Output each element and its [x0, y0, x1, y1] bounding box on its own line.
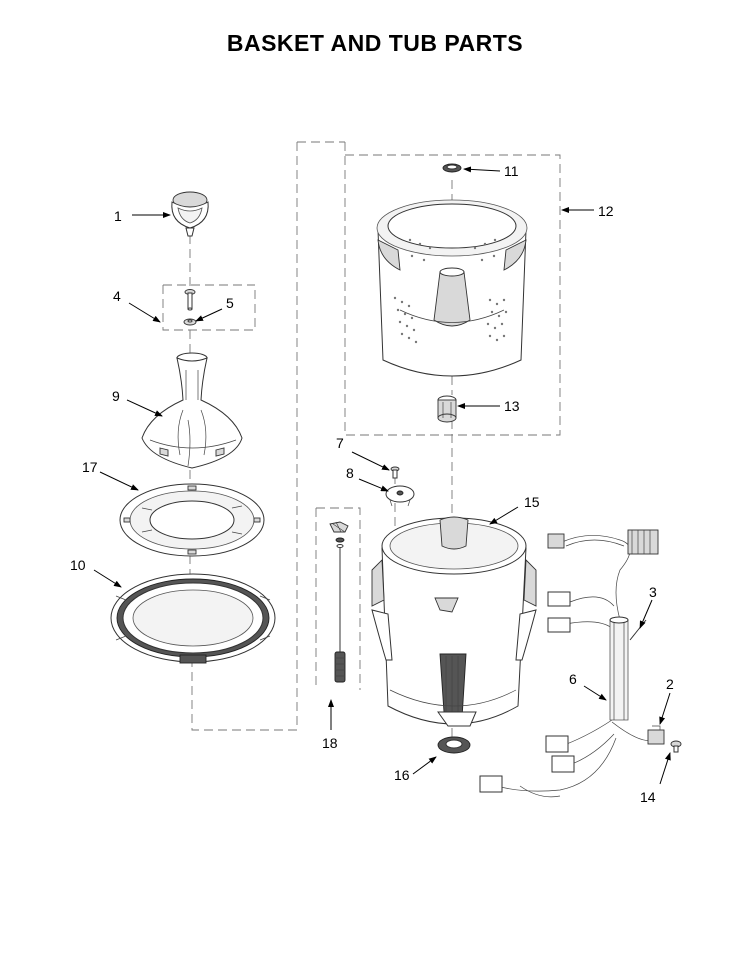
callout-16: 16 — [394, 767, 410, 783]
suspension-rod-icon — [329, 521, 349, 683]
callout-1: 1 — [114, 208, 122, 224]
callout-leaders — [93, 166, 671, 785]
washer-icon — [183, 318, 197, 326]
bearing-seal-icon — [437, 736, 471, 754]
outer-tub-icon — [371, 516, 537, 727]
callout-7: 7 — [336, 435, 344, 451]
callout-8: 8 — [346, 465, 354, 481]
agitator-cap-icon — [171, 191, 209, 237]
callout-4: 4 — [113, 288, 121, 304]
callout-2: 2 — [666, 676, 674, 692]
tube-icon — [629, 619, 647, 641]
callout-15: 15 — [524, 494, 540, 510]
callout-14: 14 — [640, 789, 656, 805]
callout-18: 18 — [322, 735, 338, 751]
callout-9: 9 — [112, 388, 120, 404]
wire-harness-icon — [479, 529, 659, 798]
tub-ring-icon — [110, 573, 276, 664]
seal-icon — [442, 163, 462, 173]
callout-3: 3 — [649, 584, 657, 600]
callout-17: 17 — [82, 459, 98, 475]
basket-assembly-icon — [376, 199, 528, 377]
clip-icon — [647, 725, 665, 745]
screw-icon-14 — [670, 740, 682, 753]
bracket-icon — [385, 485, 415, 507]
callout-5: 5 — [226, 295, 234, 311]
callout-6: 6 — [569, 671, 577, 687]
bolt-icon — [184, 289, 196, 311]
agitator-icon — [141, 352, 243, 469]
hub-icon — [437, 395, 457, 423]
page-title: BASKET AND TUB PARTS — [226, 30, 524, 56]
basket-perforations — [393, 238, 508, 344]
balance-ring-icon — [119, 483, 265, 557]
callout-10: 10 — [70, 557, 86, 573]
callout-13: 13 — [504, 398, 520, 414]
callout-11: 11 — [504, 163, 519, 179]
callout-12: 12 — [598, 203, 614, 219]
callout-numbers: 1 2 3 4 5 6 7 8 9 10 11 12 13 14 15 16 1… — [70, 163, 674, 805]
screw-icon — [390, 466, 400, 479]
